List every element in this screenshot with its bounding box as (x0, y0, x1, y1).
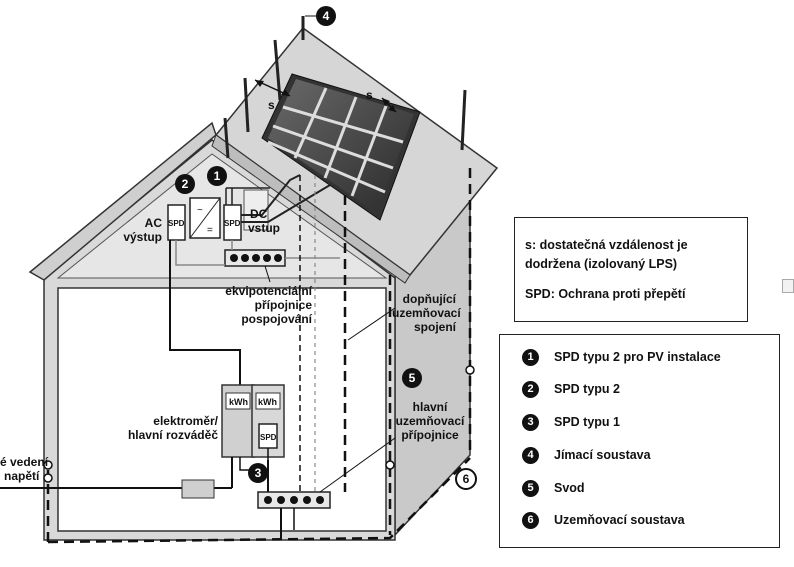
legend-item: 2 SPD typu 2 (522, 378, 620, 400)
leader-additional (347, 307, 396, 341)
additional-earthing-label: dopňující uzemňovací spojení (392, 292, 461, 334)
spd-text-ac: SPD (168, 219, 185, 228)
svg-text:~: ~ (197, 205, 203, 216)
legend-label: Jímací soustava (554, 448, 651, 462)
legend-label: SPD typu 1 (554, 415, 620, 429)
legend-label: Svod (554, 481, 585, 495)
legend-badge: 1 (522, 348, 539, 366)
legend-badge: 3 (522, 413, 539, 431)
legend-badge: 6 (522, 511, 539, 529)
info-line-3: SPD: Ochrana proti přepětí (525, 287, 686, 301)
dc-wiring (241, 174, 301, 216)
ac-cable (169, 240, 241, 390)
badge-3: 3 (248, 463, 268, 483)
kwh-1: kWh (229, 397, 248, 407)
attic-interior (56, 153, 388, 279)
legend-item: 1 SPD typu 2 pro PV instalace (522, 346, 721, 368)
leader-equip (264, 265, 271, 283)
svg-text:=: = (207, 225, 213, 236)
air-rod-2 (243, 77, 250, 133)
info-line-1: s: dostatečná vzdálenost je (525, 238, 688, 252)
kwh-2: kWh (258, 397, 277, 407)
legend-box: 1 SPD typu 2 pro PV instalace 2 SPD typu… (499, 334, 780, 548)
legend-item: 5 Svod (522, 477, 585, 499)
legend-label: SPD typu 2 (554, 382, 620, 396)
dc-input-label: DC vstup (248, 207, 281, 235)
badge-4: 4 (316, 6, 336, 26)
meter-label: elektroměr/ hlavní rozváděč (127, 414, 218, 442)
leader-main-earthing (319, 437, 396, 493)
legend-badge: 4 (522, 446, 539, 464)
spd-text-main: SPD (260, 433, 277, 442)
spd-text-dc: SPD (224, 219, 241, 228)
legend-item: 6 Uzemňovací soustava (522, 509, 685, 531)
legend-label: Uzemňovací soustava (554, 513, 685, 527)
badge-5: 5 (402, 368, 422, 388)
dc-junction (243, 189, 269, 231)
legend-item: 3 SPD typu 1 (522, 411, 620, 433)
legend-label: SPD typu 2 pro PV instalace (554, 350, 721, 364)
badge-2: 2 (175, 174, 195, 194)
supply-line-label: é vedení napětí (0, 455, 49, 483)
air-rod-3 (223, 117, 230, 159)
legend-badge: 5 (522, 479, 539, 497)
main-earthing-label: hlavní uzemňovací přípojnice (395, 400, 465, 442)
badge-6: 6 (455, 468, 477, 490)
ac-output-label: AC výstup (123, 216, 162, 244)
scroll-marker[interactable] (782, 279, 794, 293)
info-line-2: dodržena (izolovaný LPS) (525, 257, 678, 271)
air-rod-1 (273, 39, 282, 101)
s-label-top: s (268, 98, 275, 112)
equipotential-label: ekvipotenciální přípojnice pospojování (225, 284, 312, 326)
legend-badge: 2 (522, 380, 539, 398)
badge-1: 1 (207, 166, 227, 186)
s-label-right: s (366, 88, 373, 102)
supply-connector (181, 479, 215, 499)
legend-item: 4 Jímací soustava (522, 444, 651, 466)
info-box: s: dostatečná vzdálenost je dodržena (iz… (514, 217, 748, 322)
air-rod-4 (460, 89, 467, 151)
earth-ring (47, 457, 471, 544)
